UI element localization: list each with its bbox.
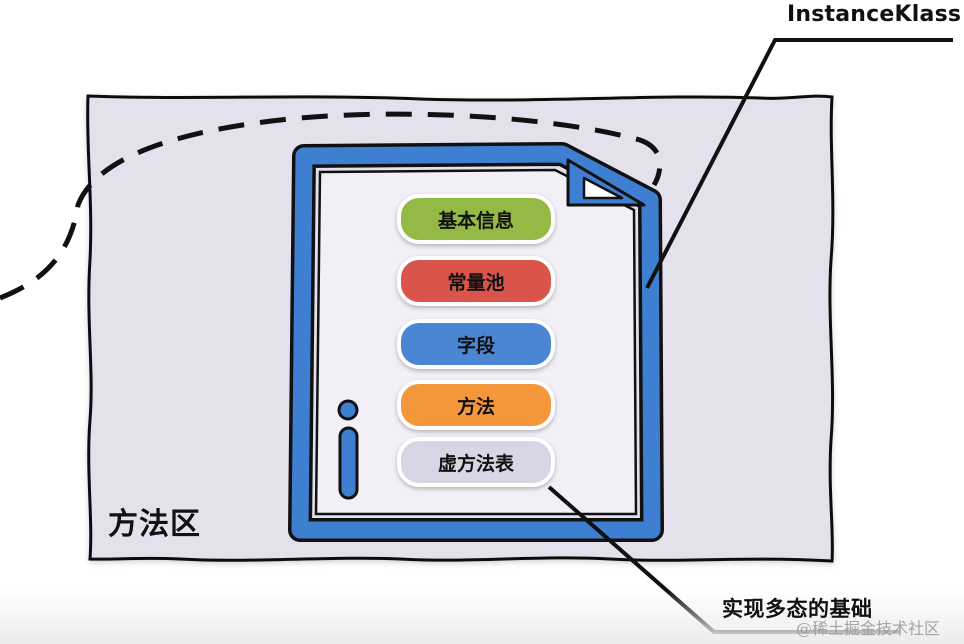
method-area-label: 方法区: [108, 507, 201, 542]
dashed-boundary-curve: [0, 111, 663, 301]
section-fields-label: 字段: [456, 334, 495, 357]
info-icon: [337, 399, 359, 500]
section-methods-label: 方法: [456, 395, 495, 418]
section-basic-info-label: 基本信息: [437, 209, 514, 232]
section-constant-pool: 常量池: [397, 256, 555, 306]
instanceklass-title: InstanceKlass: [787, 2, 962, 27]
section-basic-info: 基本信息: [397, 194, 555, 244]
bottom-fade: [0, 590, 964, 644]
section-vtable: 虚方法表: [397, 437, 555, 487]
section-constant-pool-label: 常量池: [447, 271, 505, 294]
instanceklass-callout-line: [645, 38, 953, 289]
section-methods: 方法: [397, 380, 555, 430]
section-vtable-label: 虚方法表: [437, 452, 514, 475]
section-fields: 字段: [397, 319, 555, 369]
polymorphism-callout-label: 实现多态的基础: [722, 597, 873, 621]
watermark: @稀土掘金技术社区: [796, 619, 941, 638]
